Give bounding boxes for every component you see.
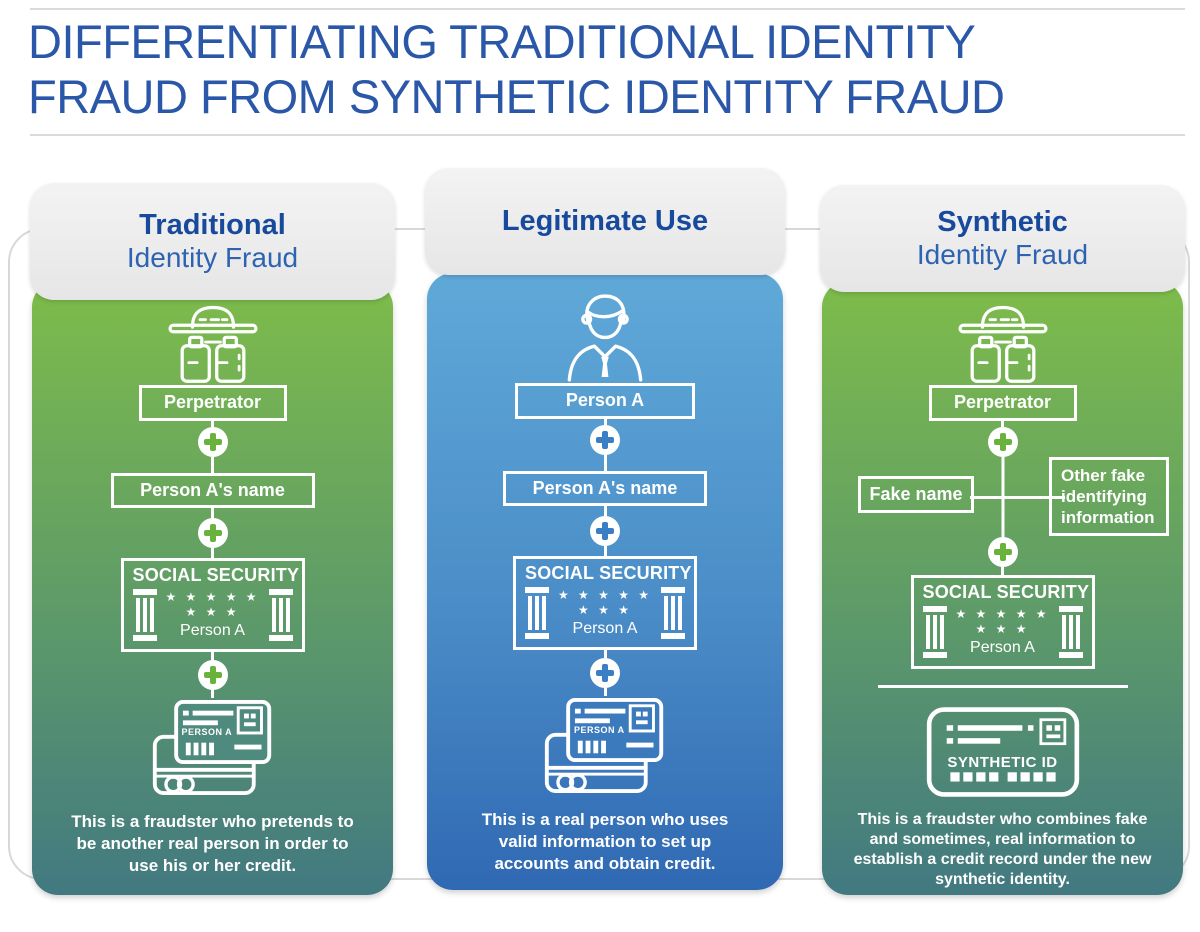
ss-card-name: Person A [970, 638, 1035, 656]
plus-icon [590, 424, 620, 455]
pillar-icon [1058, 605, 1083, 658]
fraudster-icon [157, 301, 269, 385]
ss-card-name: Person A [572, 620, 638, 638]
id-card-name-label: PERSON A [181, 727, 233, 738]
social-security-title: SOCIAL SECURITY [525, 563, 692, 584]
connector-line [603, 650, 607, 659]
divider-line [877, 684, 1128, 688]
connector-line [1001, 420, 1004, 427]
page-title: DIFFERENTIATING TRADITIONAL IDENTITY FRA… [28, 14, 1188, 125]
plus-icon [197, 518, 228, 549]
connector-line [603, 418, 607, 425]
connector-line [211, 420, 214, 427]
connector-line [211, 548, 214, 559]
id-credit-card-icon: PERSON A [149, 698, 277, 799]
connector-line [211, 508, 214, 519]
panel-traditional-body: Perpetrator Person A's name SOCIAL SECUR… [32, 281, 393, 895]
pillar-icon [268, 589, 293, 642]
connector-line [970, 495, 1065, 499]
perpetrator-box: Perpetrator [138, 385, 287, 421]
social-security-title: SOCIAL SECURITY [132, 565, 300, 586]
panel-traditional: Traditional Identity Fraud Perpetrator [30, 0, 395, 932]
plus-icon [590, 516, 620, 547]
social-security-card-icon: SOCIAL SECURITY ★ ★ ★ ★ ★ ★ ★ ★ Person A [120, 558, 305, 653]
panel-synthetic: Synthetic Identity Fraud Perpetrator [820, 0, 1185, 932]
stars-row-1: ★ ★ ★ ★ ★ [165, 590, 260, 605]
person-a-box: Person A [515, 383, 695, 419]
social-security-card-icon: SOCIAL SECURITY ★ ★ ★ ★ ★ ★ ★ ★ Person A [513, 556, 697, 651]
panel-traditional-subtitle: Identity Fraud [126, 242, 299, 274]
social-security-card-icon: SOCIAL SECURITY ★ ★ ★ ★ ★ ★ ★ ★ Person A [910, 574, 1095, 669]
panel-legitimate-body: Person A Person A's name SOCIAL SECURITY [427, 273, 783, 890]
panel-traditional-caption: This is a fraudster who pretends to be a… [71, 812, 354, 876]
connector-line [603, 688, 607, 697]
page-title-line2: FRAUD FROM SYNTHETIC IDENTITY FRAUD [28, 70, 1005, 124]
pillar-icon [132, 589, 157, 642]
panel-synthetic-header: Synthetic Identity Fraud [820, 185, 1185, 292]
stars-row-2: ★ ★ ★ [185, 605, 240, 620]
connector-line [603, 546, 607, 557]
panel-synthetic-caption: This is a fraudster who combines fake an… [853, 810, 1152, 888]
pillar-icon [661, 587, 685, 640]
panel-traditional-header: Traditional Identity Fraud [30, 183, 395, 300]
connector-line [211, 652, 214, 661]
plus-icon [197, 426, 228, 457]
fraudster-icon [947, 301, 1059, 385]
stars-row-2: ★ ★ ★ [578, 603, 632, 618]
social-security-title: SOCIAL SECURITY [922, 581, 1090, 602]
synthetic-id-label: SYNTHETIC ID [947, 753, 1058, 771]
connector-line [603, 506, 607, 517]
panel-traditional-title: Traditional [139, 208, 286, 241]
plus-icon [987, 426, 1018, 457]
pillar-icon [922, 605, 947, 658]
person-a-name-box: Person A's name [503, 470, 707, 507]
person-a-name-box: Person A's name [110, 472, 315, 509]
plus-icon [987, 536, 1018, 567]
panel-legitimate: Legitimate Use Person A Person A's name [425, 0, 785, 932]
person-icon [552, 291, 658, 383]
panel-legitimate-header: Legitimate Use [425, 168, 785, 275]
panel-legitimate-title: Legitimate Use [501, 204, 709, 237]
id-credit-card-icon: PERSON A [541, 696, 669, 797]
synthetic-id-card-icon: SYNTHETIC ID [924, 704, 1082, 800]
perpetrator-box: Perpetrator [928, 385, 1077, 421]
stars-row-2: ★ ★ ★ [975, 621, 1030, 636]
pillar-icon [525, 587, 549, 640]
top-divider-line [30, 8, 1185, 10]
panel-synthetic-title: Synthetic [937, 205, 1068, 238]
fake-name-box: Fake name [858, 475, 974, 513]
connector-line [1001, 566, 1004, 575]
title-divider-line [30, 134, 1185, 136]
page-title-line1: DIFFERENTIATING TRADITIONAL IDENTITY [28, 15, 976, 68]
connector-line [211, 456, 214, 473]
plus-icon [590, 658, 620, 689]
ss-card-name: Person A [180, 622, 245, 640]
panel-legitimate-caption: This is a real person who uses valid inf… [481, 810, 729, 874]
plus-icon [197, 660, 228, 691]
id-card-name-label: PERSON A [574, 725, 625, 736]
stars-row-1: ★ ★ ★ ★ ★ [955, 606, 1050, 621]
other-fake-info-box: Other fake identifying information [1049, 456, 1169, 536]
panel-synthetic-subtitle: Identity Fraud [916, 239, 1089, 271]
connector-line [603, 454, 607, 471]
stars-row-1: ★ ★ ★ ★ ★ [557, 588, 653, 603]
connector-line [211, 690, 214, 699]
panel-synthetic-body: Perpetrator Fake name Other fake identif… [822, 281, 1183, 895]
fake-info-row: Fake name Other fake identifying informa… [822, 456, 1183, 537]
